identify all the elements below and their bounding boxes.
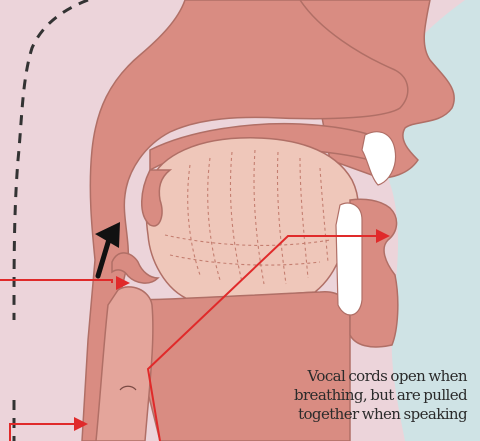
caption-line-2: breathing, but are pulled	[247, 386, 467, 405]
caption-line-3: together when speaking	[247, 405, 467, 424]
vocal-cords-caption: Vocal cords open when breathing, but are…	[247, 367, 467, 424]
lower-teeth	[336, 203, 362, 315]
tongue	[146, 138, 358, 300]
caption-line-1: Vocal cords open when	[247, 367, 467, 386]
